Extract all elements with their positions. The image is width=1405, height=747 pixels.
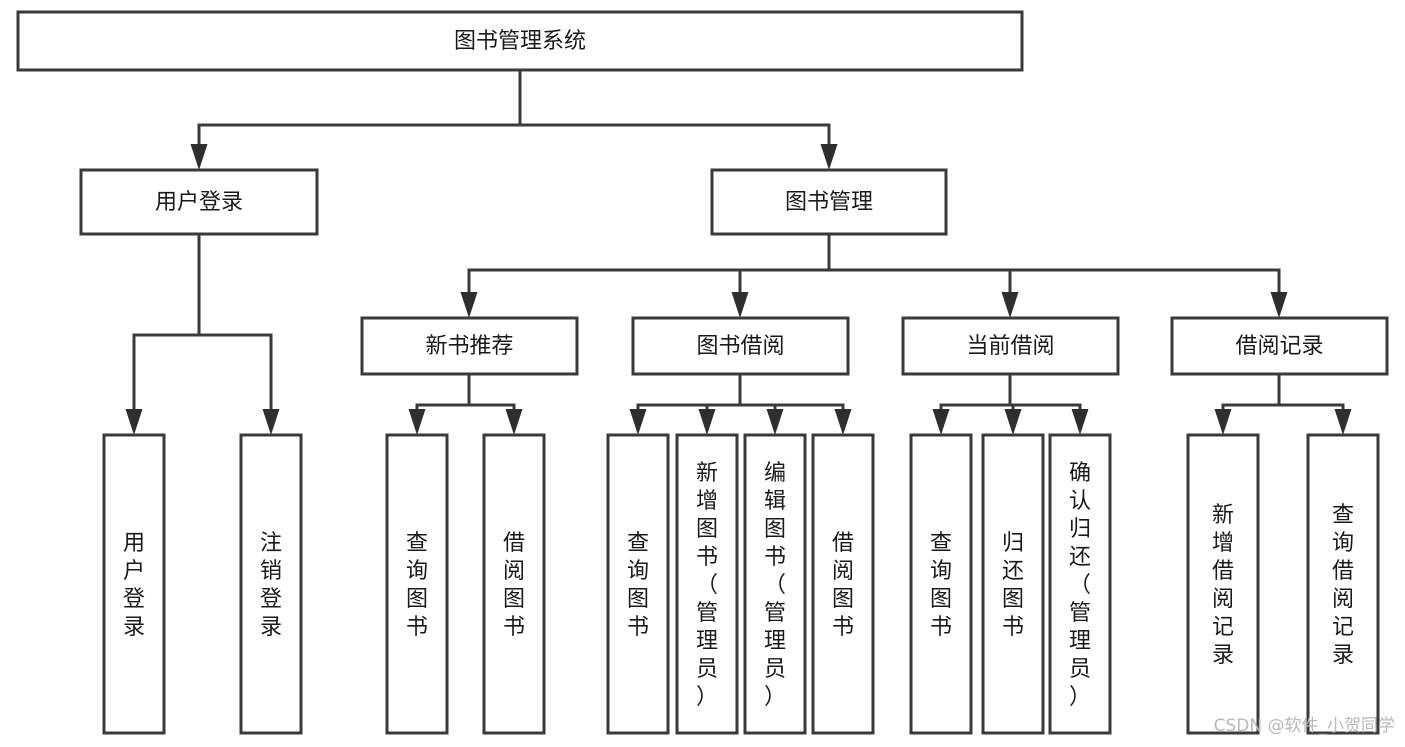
node-box-leaf-borrow-book-1 (482, 433, 546, 735)
node-box-leaf-query-book-3 (909, 433, 973, 735)
node-box-leaf-query-record (1306, 433, 1380, 735)
node-label-leaf-borrow-book-1: 借阅图书 (503, 531, 525, 640)
connector-edge-recommend-to-leaves (408, 372, 523, 435)
node-label-user-login: 用户登录 (155, 190, 243, 215)
node-root[interactable]: 图书管理系统 (16, 10, 1024, 72)
node-box-leaf-confirm-return (1048, 433, 1112, 735)
node-label-leaf-edit-book: 编辑图书（管理员） (764, 461, 786, 710)
node-label-leaf-query-book-1: 查询图书 (406, 531, 428, 640)
node-leaf-confirm-return[interactable]: 确认归还（管理员） (1048, 433, 1112, 735)
node-layer: 图书管理系统用户登录图书管理新书推荐图书借阅当前借阅借阅记录用户登录注销登录查询… (16, 10, 1389, 735)
node-leaf-return-book[interactable]: 归还图书 (981, 433, 1045, 735)
node-user-login[interactable]: 用户登录 (79, 168, 319, 236)
connector-edge-user-login-to-leaves (125, 232, 280, 435)
node-box-borrow-record (1170, 316, 1389, 376)
node-label-leaf-return-book: 归还图书 (1002, 531, 1024, 640)
connector-edge-borrow-to-leaves (629, 372, 852, 435)
node-box-leaf-query-book-2 (606, 433, 670, 735)
node-leaf-query-book-2[interactable]: 查询图书 (606, 433, 670, 735)
node-new-book-recommend[interactable]: 新书推荐 (360, 316, 579, 376)
node-label-current-borrow: 当前借阅 (966, 334, 1054, 359)
node-leaf-add-book[interactable]: 新增图书（管理员） (675, 433, 739, 735)
csdn-watermark: CSDN @软件_小贺同学 (1214, 716, 1395, 736)
node-book-manage[interactable]: 图书管理 (710, 168, 948, 236)
node-label-leaf-query-book-2: 查询图书 (627, 531, 649, 640)
node-leaf-logout[interactable]: 注销登录 (239, 433, 303, 735)
node-box-leaf-borrow-book-2 (811, 433, 875, 735)
node-box-leaf-add-record (1186, 433, 1260, 735)
node-leaf-query-book-3[interactable]: 查询图书 (909, 433, 973, 735)
node-box-book-manage (710, 168, 948, 236)
node-box-new-book-recommend (360, 316, 579, 376)
node-label-leaf-logout: 注销登录 (260, 531, 282, 640)
node-leaf-borrow-book-1[interactable]: 借阅图书 (482, 433, 546, 735)
node-label-book-borrow: 图书借阅 (696, 334, 784, 359)
connector-layer (125, 68, 1352, 435)
connector-edge-record-to-leaves (1214, 372, 1352, 435)
node-box-leaf-logout (239, 433, 303, 735)
node-borrow-record[interactable]: 借阅记录 (1170, 316, 1389, 376)
node-box-root (16, 10, 1024, 72)
node-label-leaf-query-record: 查询借阅记录 (1332, 503, 1354, 668)
node-box-leaf-edit-book (743, 433, 807, 735)
node-box-leaf-add-book (675, 433, 739, 735)
node-label-leaf-add-book: 新增图书（管理员） (696, 461, 718, 710)
node-leaf-user-login[interactable]: 用户登录 (102, 433, 166, 735)
node-current-borrow[interactable]: 当前借阅 (901, 316, 1120, 376)
node-label-leaf-query-book-3: 查询图书 (930, 531, 952, 640)
node-box-leaf-user-login (102, 433, 166, 735)
node-label-leaf-user-login: 用户登录 (123, 531, 145, 640)
node-leaf-query-book-1[interactable]: 查询图书 (385, 433, 449, 735)
node-label-leaf-confirm-return: 确认归还（管理员） (1069, 461, 1091, 710)
node-label-root: 图书管理系统 (454, 29, 586, 54)
node-book-borrow[interactable]: 图书借阅 (631, 316, 850, 376)
connector-edge-book-manage-to-level2 (460, 232, 1288, 318)
connector-edge-current-to-leaves (932, 372, 1089, 435)
node-box-user-login (79, 168, 319, 236)
node-label-book-manage: 图书管理 (785, 190, 873, 215)
connector-edge-root-to-level1 (190, 68, 838, 170)
node-box-leaf-return-book (981, 433, 1045, 735)
node-leaf-borrow-book-2[interactable]: 借阅图书 (811, 433, 875, 735)
node-box-book-borrow (631, 316, 850, 376)
node-label-leaf-borrow-book-2: 借阅图书 (832, 531, 854, 640)
node-label-leaf-add-record: 新增借阅记录 (1212, 503, 1234, 668)
node-box-current-borrow (901, 316, 1120, 376)
node-label-borrow-record: 借阅记录 (1235, 334, 1323, 359)
node-leaf-add-record[interactable]: 新增借阅记录 (1186, 433, 1260, 735)
node-leaf-query-record[interactable]: 查询借阅记录 (1306, 433, 1380, 735)
node-leaf-edit-book[interactable]: 编辑图书（管理员） (743, 433, 807, 735)
node-label-new-book-recommend: 新书推荐 (425, 334, 513, 359)
node-box-leaf-query-book-1 (385, 433, 449, 735)
